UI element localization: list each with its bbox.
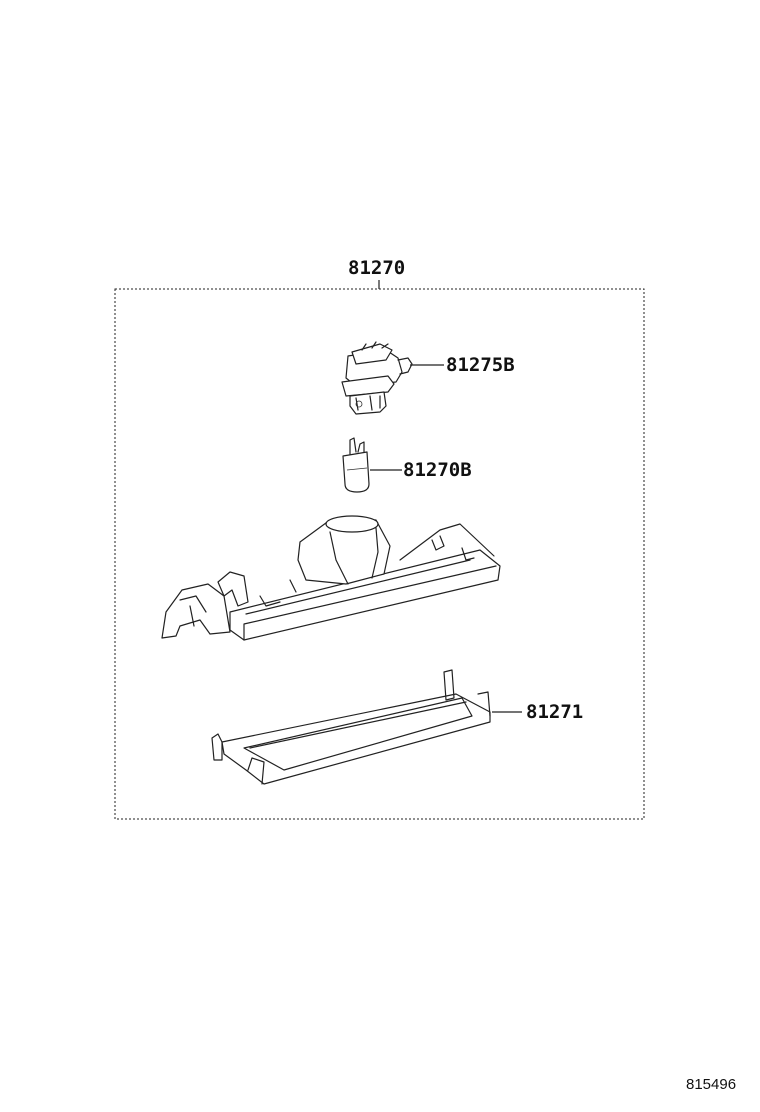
socket-label: 81275B <box>446 354 515 376</box>
bulb-part <box>342 437 370 493</box>
assembly-label: 81270 <box>348 257 406 279</box>
socket-part <box>341 341 413 415</box>
lens-label: 81271 <box>526 701 584 723</box>
lens-part <box>211 669 491 785</box>
lamp-housing <box>161 515 501 641</box>
reference-number: 815496 <box>686 1076 737 1093</box>
bulb-label: 81270B <box>403 459 472 481</box>
